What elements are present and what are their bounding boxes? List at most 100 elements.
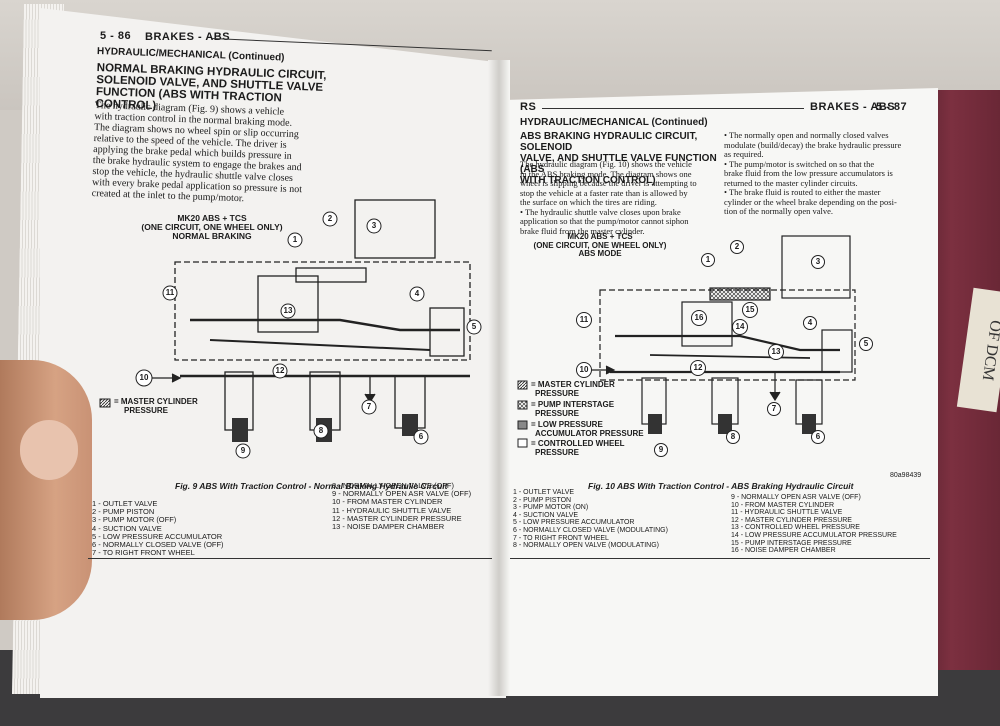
key-label: PRESSURE bbox=[535, 448, 580, 457]
body-line: brake fluid from the low pressure accumu… bbox=[724, 168, 893, 178]
right-page-number: 5 - 87 bbox=[876, 101, 908, 113]
callout-label: 1 bbox=[292, 235, 298, 244]
key-label: = MASTER CYLINDER bbox=[531, 380, 615, 389]
callout-label: 2 bbox=[327, 214, 333, 223]
legend-item: 5 - LOW PRESSURE ACCUMULATOR bbox=[513, 519, 635, 527]
legend-item: 11 - HYDRAULIC SHUTTLE VALVE bbox=[731, 509, 843, 517]
key-label: = PUMP INTERSTAGE bbox=[531, 400, 615, 409]
key-label: PRESSURE bbox=[535, 409, 580, 418]
callout-label: 7 bbox=[366, 402, 372, 411]
right-page bbox=[498, 88, 938, 696]
legend-item: 4 - SUCTION VALVE bbox=[513, 511, 579, 519]
inlet-arrow bbox=[171, 373, 182, 383]
legend-item: 10 - FROM MASTER CYLINDER bbox=[731, 501, 835, 509]
master-pressure-line bbox=[615, 334, 840, 352]
callout-1 bbox=[287, 232, 303, 248]
callout-5 bbox=[859, 337, 873, 351]
left-legend-col2: 8 - NORMALLY OPEN VALVE (OFF) 9 - NORMAL… bbox=[332, 481, 492, 532]
legend-item: 3 - PUMP MOTOR (OFF) bbox=[92, 515, 177, 525]
diagram-title-line: NORMAL BRAKING bbox=[172, 231, 252, 241]
body-line: tion of the normally open valve. bbox=[724, 206, 834, 216]
mid-pressure-line bbox=[649, 354, 811, 359]
diagram-title-line: (ONE CIRCUIT, ONE WHEEL ONLY) bbox=[533, 240, 667, 250]
callout-label: 4 bbox=[807, 318, 813, 327]
callout-label: 1 bbox=[705, 255, 711, 264]
pump-motor-box bbox=[354, 199, 436, 259]
callout-16 bbox=[691, 310, 707, 326]
callout-label: 4 bbox=[414, 289, 420, 298]
callout-2 bbox=[322, 211, 338, 227]
callout-10 bbox=[576, 362, 592, 378]
callout-7 bbox=[361, 399, 377, 415]
book-gutter bbox=[488, 60, 510, 696]
right-title-line: ABS BRAKING HYDRAULIC CIRCUIT, SOLENOID bbox=[520, 131, 698, 153]
valve-coil bbox=[648, 414, 662, 434]
callout-label: 11 bbox=[165, 288, 175, 297]
callout-label: 12 bbox=[275, 366, 285, 375]
right-section-header: HYDRAULIC/MECHANICAL (Continued) bbox=[520, 117, 708, 128]
left-diagram-title: MK20 ABS + TCS (ONE CIRCUIT, ONE WHEEL O… bbox=[112, 214, 312, 241]
callout-label: 8 bbox=[730, 432, 736, 441]
callout-14 bbox=[732, 319, 748, 335]
callout-label: 11 bbox=[579, 315, 589, 324]
right-diagram-title: MK20 ABS + TCS (ONE CIRCUIT, ONE WHEEL O… bbox=[525, 232, 675, 259]
key-label: ACCUMULATOR PRESSURE bbox=[535, 429, 644, 438]
callout-3 bbox=[366, 218, 382, 234]
key-master-label-2: PRESSURE bbox=[124, 406, 169, 415]
callout-6 bbox=[413, 429, 429, 445]
callout-1 bbox=[701, 253, 715, 267]
legend-item: 9 - NORMALLY OPEN ASR VALVE (OFF) bbox=[731, 494, 861, 501]
right-title-line: WITH TRACTION CONTROL) bbox=[520, 175, 656, 186]
body-line: • The pump/motor is switched on so that … bbox=[724, 158, 875, 169]
modulator-outline bbox=[174, 261, 471, 361]
callout-label: 5 bbox=[863, 339, 869, 348]
legend-item: 6 - NORMALLY CLOSED VALVE (MODULATING) bbox=[513, 526, 668, 534]
legend-item: 1 - OUTLET VALVE bbox=[513, 489, 575, 496]
callout-7 bbox=[767, 402, 781, 416]
callout-13 bbox=[768, 344, 784, 360]
callout-label: 2 bbox=[734, 242, 740, 251]
legend-item: 2 - PUMP PISTON bbox=[92, 507, 155, 517]
callout-15 bbox=[742, 302, 758, 318]
legend-item: 8 - NORMALLY OPEN VALVE (MODULATING) bbox=[513, 542, 659, 550]
key-swatch-master bbox=[99, 398, 111, 408]
key-swatch-low-pressure bbox=[517, 420, 528, 430]
legend-item: 2 - PUMP PISTON bbox=[513, 496, 572, 504]
legend-item: 12 - MASTER CYLINDER PRESSURE bbox=[731, 516, 852, 524]
legend-item: 13 - NOISE DAMPER CHAMBER bbox=[332, 522, 445, 532]
callout-label: 12 bbox=[693, 363, 703, 372]
callout-10 bbox=[135, 369, 153, 387]
callout-12 bbox=[690, 360, 706, 376]
diagram-title-line: (ONE CIRCUIT, ONE WHEEL ONLY) bbox=[141, 222, 283, 232]
body-line: • The brake fluid is routed to either th… bbox=[724, 187, 881, 197]
callout-label: 8 bbox=[318, 426, 324, 435]
callout-11 bbox=[162, 285, 178, 301]
right-legend-col1: 1 - OUTLET VALVE 2 - PUMP PISTON 3 - PUM… bbox=[513, 489, 713, 550]
modulator-outline bbox=[599, 289, 856, 381]
mid-pressure-line bbox=[209, 339, 431, 351]
wheel-arrow bbox=[769, 391, 781, 402]
callout-12 bbox=[272, 363, 288, 379]
left-legend-col1: 1 - OUTLET VALVE 2 - PUMP PISTON 3 - PUM… bbox=[92, 499, 332, 557]
callout-label: 16 bbox=[694, 313, 704, 322]
valve-coil bbox=[232, 418, 248, 442]
callout-label: 13 bbox=[283, 306, 293, 315]
diagram-title-line: MK20 ABS + TCS bbox=[567, 232, 633, 241]
holding-thumb bbox=[0, 360, 92, 620]
valve-coil bbox=[402, 414, 418, 436]
callout-label: 6 bbox=[418, 432, 424, 441]
legend-item: 6 - NORMALLY CLOSED VALVE (OFF) bbox=[92, 540, 224, 550]
callout-9 bbox=[654, 443, 668, 457]
callout-4 bbox=[803, 316, 817, 330]
body-line: returned to the master cylinder circuits… bbox=[724, 177, 858, 188]
body-line: The hydraulic diagram (Fig. 10) shows th… bbox=[520, 159, 692, 169]
legend-item: 12 - MASTER CYLINDER PRESSURE bbox=[332, 513, 462, 523]
callout-label: 14 bbox=[735, 322, 745, 331]
legend-item: 16 - NOISE DAMPER CHAMBER bbox=[731, 547, 836, 555]
legend-item: 13 - CONTROLLED WHEEL PRESSURE bbox=[731, 524, 860, 532]
body-line: application so that the pump/motor canno… bbox=[520, 216, 689, 226]
body-line: modulate (build/decay) the brake hydraul… bbox=[724, 139, 902, 150]
callout-label: 7 bbox=[771, 404, 777, 413]
body-line: wheel is slipping because the driver is … bbox=[520, 178, 697, 188]
